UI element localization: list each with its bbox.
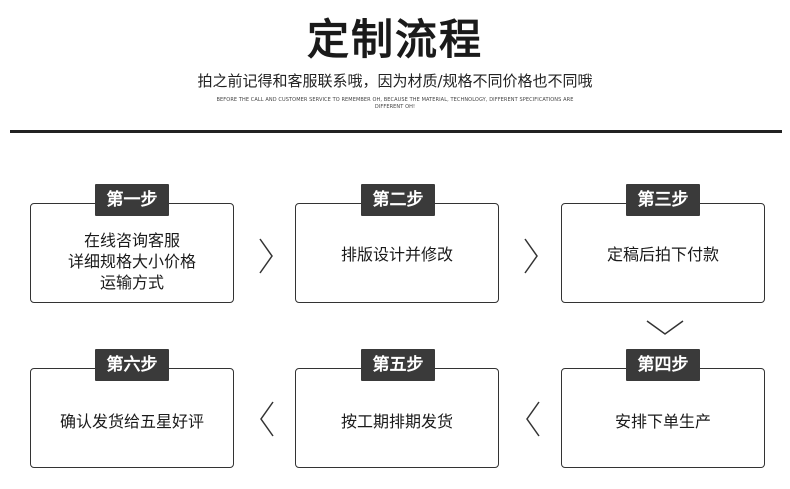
step-2-text: 排版设计并修改 xyxy=(340,245,453,264)
step-4-box: 安排下单生产 xyxy=(561,368,765,468)
step-3-box: 定稿后拍下付款 xyxy=(561,203,765,303)
step-1-line-2: 详细规格大小价格 xyxy=(67,252,196,271)
step-4-text: 安排下单生产 xyxy=(614,412,711,431)
chevron-left-icon xyxy=(526,401,540,437)
step-4-tag: 第四步 xyxy=(626,349,700,381)
step-3-tag: 第三步 xyxy=(626,184,700,216)
page-title: 定制流程 xyxy=(306,15,483,64)
step-6-tag: 第六步 xyxy=(95,349,169,381)
page-subtitle: 拍之前记得和客服联系哦，因为材质/规格不同价格也不同哦 xyxy=(197,72,593,90)
step-3-text: 定稿后拍下付款 xyxy=(606,245,719,264)
chevron-right-icon xyxy=(259,238,273,274)
step-6-box: 确认发货给五星好评 xyxy=(30,368,234,468)
step-1-tag: 第一步 xyxy=(95,184,169,216)
step-1-box: 在线咨询客服 详细规格大小价格 运输方式 xyxy=(30,203,234,303)
chevron-left-icon xyxy=(260,401,274,437)
step-5-text: 按工期排期发货 xyxy=(340,412,453,431)
step-2-tag: 第二步 xyxy=(361,184,435,216)
step-1-line-3: 运输方式 xyxy=(99,273,164,292)
chevron-down-icon xyxy=(646,320,684,335)
divider xyxy=(10,130,782,133)
step-1-line-1: 在线咨询客服 xyxy=(83,231,180,250)
step-5-tag: 第五步 xyxy=(361,349,435,381)
step-2-box: 排版设计并修改 xyxy=(295,203,499,303)
step-5-box: 按工期排期发货 xyxy=(295,368,499,468)
step-1-text: 在线咨询客服 详细规格大小价格 运输方式 xyxy=(31,230,233,293)
step-6-text: 确认发货给五星好评 xyxy=(59,412,204,431)
english-note: BEFORE THE CALL AND CUSTOMER SERVICE TO … xyxy=(216,97,574,110)
chevron-right-icon xyxy=(524,238,538,274)
